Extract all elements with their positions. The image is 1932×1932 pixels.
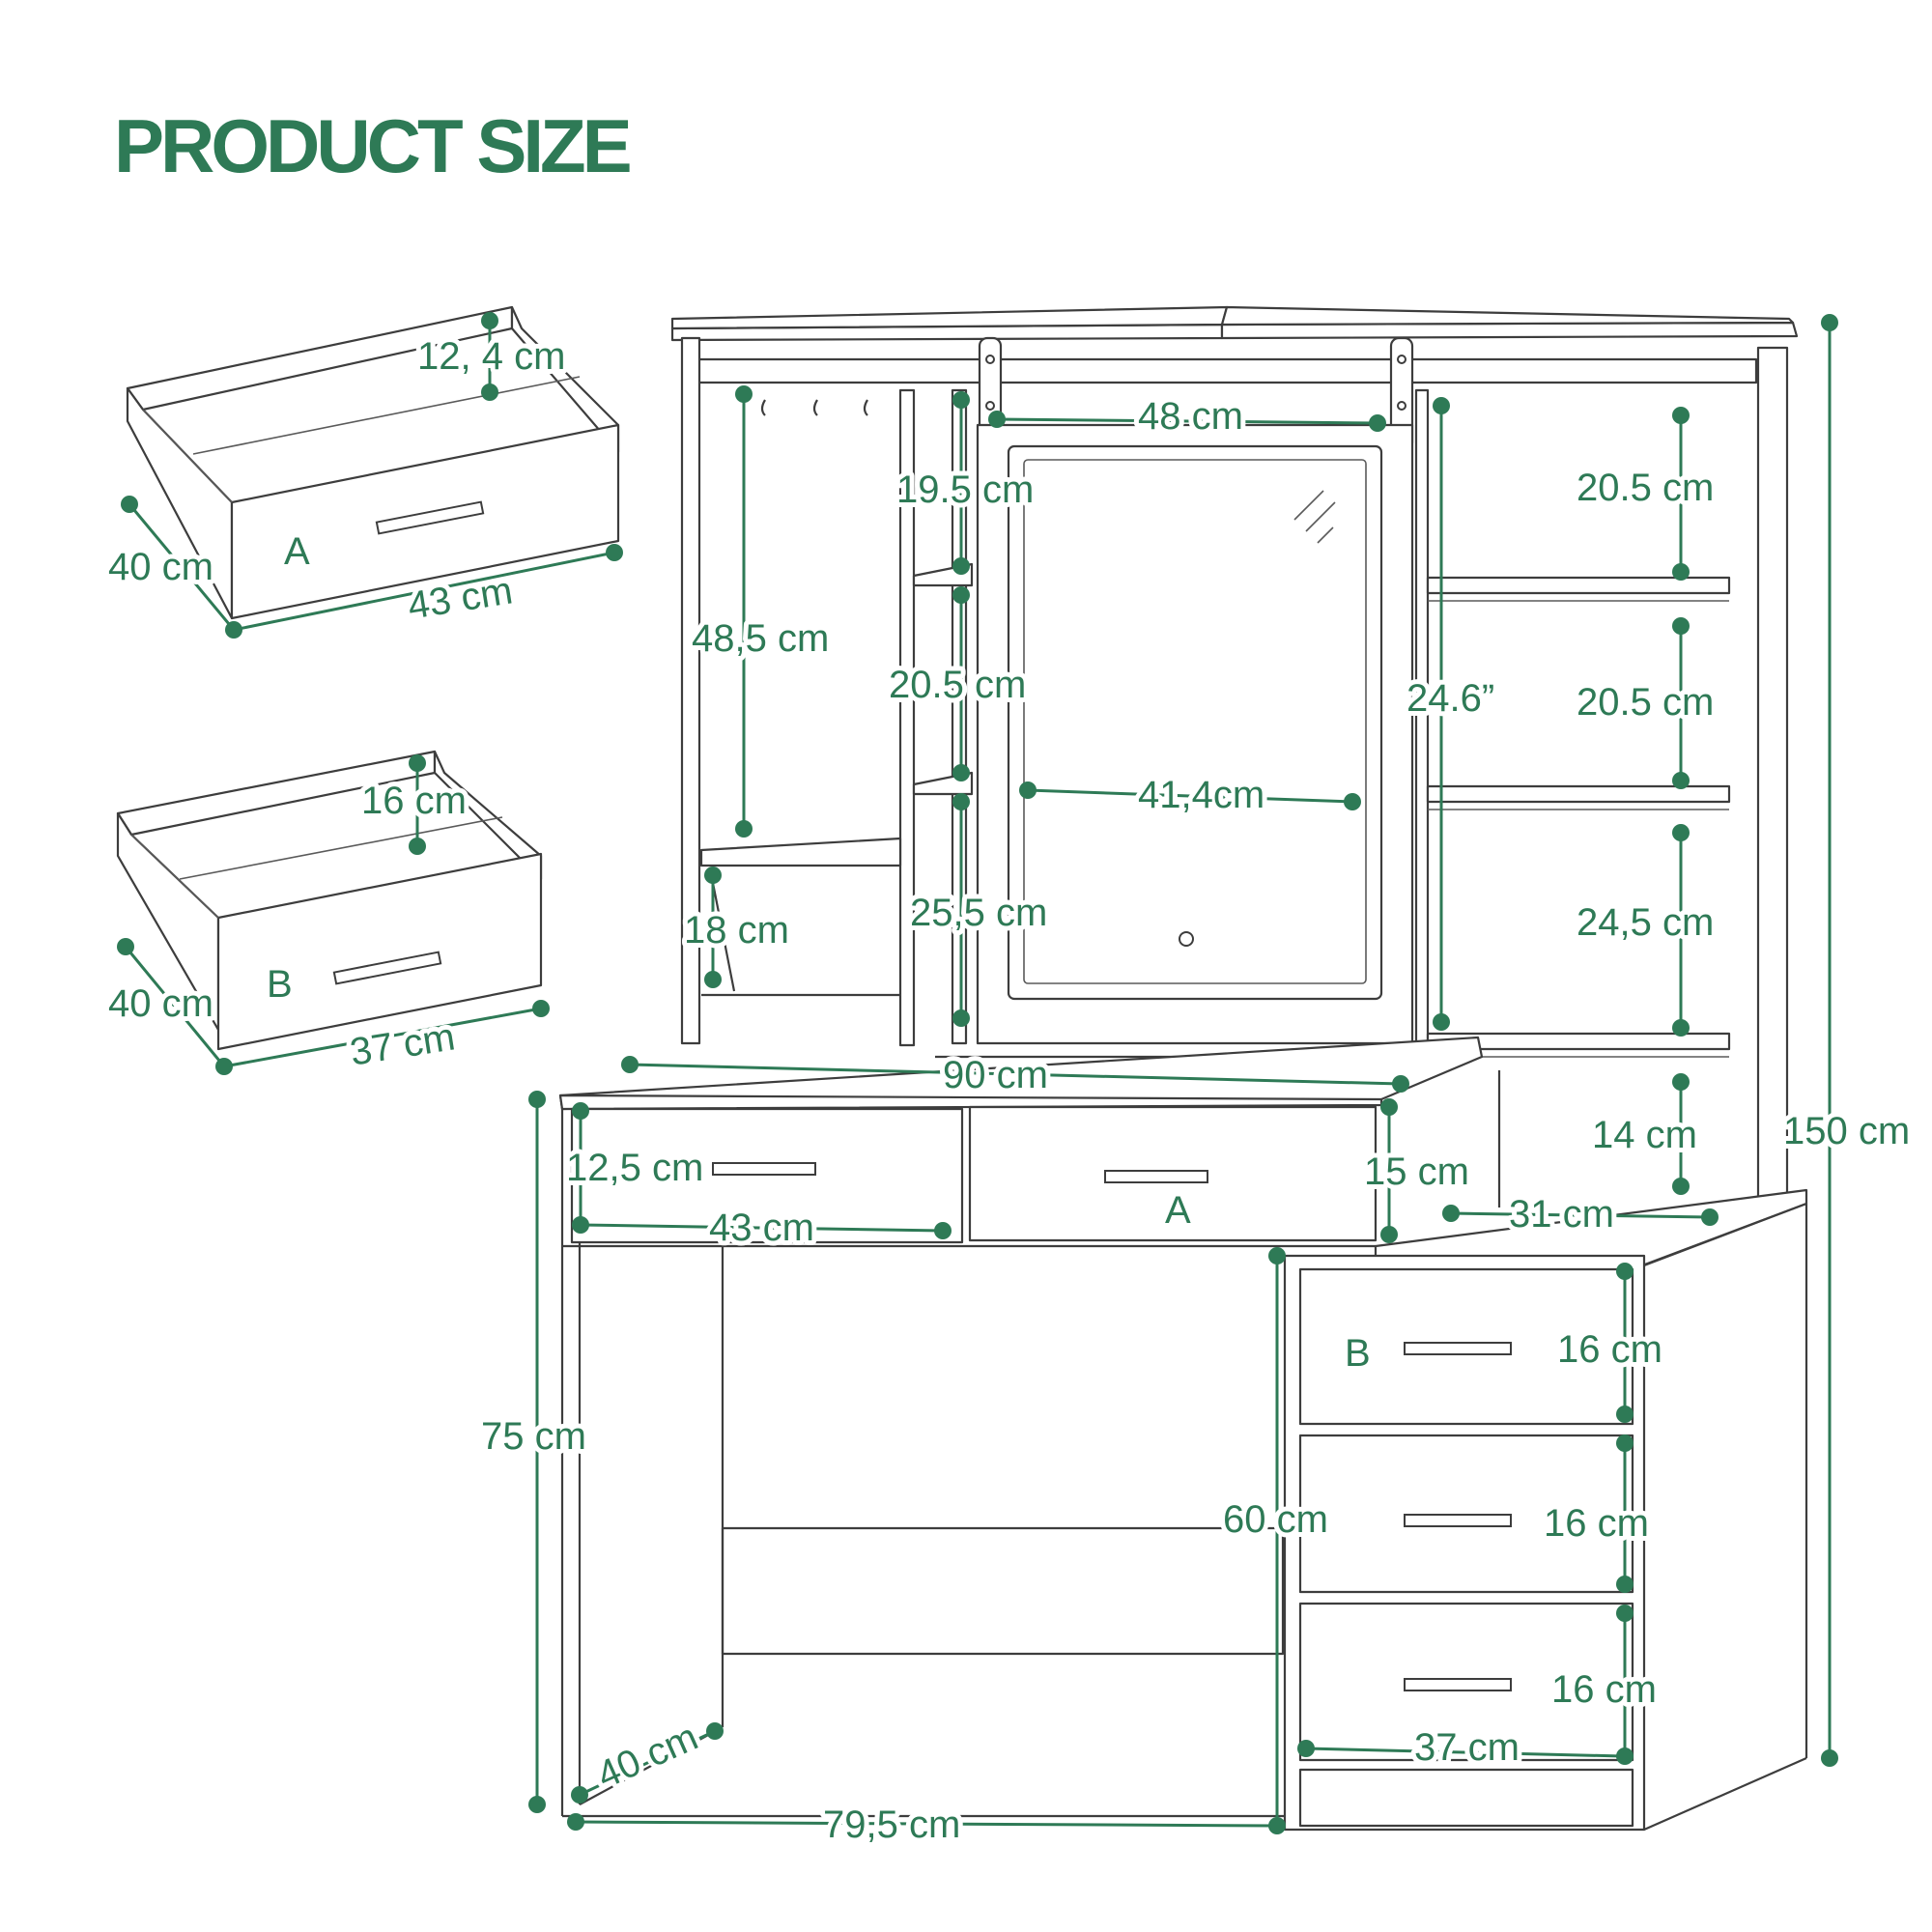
desk-height-label: 75 cm xyxy=(481,1415,586,1458)
drawer-a-letter: A xyxy=(284,530,310,573)
page-title: PRODUCT SIZE xyxy=(114,103,630,188)
desk-drawer-width-left-label: 43 cm xyxy=(709,1207,814,1249)
cabinet-drawer-2-label: 16 cm xyxy=(1544,1502,1649,1545)
drawer-b-letter: B xyxy=(267,963,293,1006)
dimension-labels: 48 cm 19.5 cm 20.5 cm 25,5 cm 48,5 cm 18… xyxy=(476,390,1915,1851)
drawer-a-height-label: 12, 4 cm xyxy=(417,335,565,378)
left-tall-compartment-label: 48,5 cm xyxy=(692,617,829,660)
desk-width-label: 79,5 cm xyxy=(823,1804,960,1846)
mirror-height-label: 24.6” xyxy=(1406,677,1494,720)
left-lower-shelf-label: 25,5 cm xyxy=(910,892,1047,934)
drawer-b-height-label: 16 cm xyxy=(361,780,467,822)
cabinet-drawer-3-label: 16 cm xyxy=(1551,1668,1657,1711)
cabinet-drawer-letter-b: B xyxy=(1345,1332,1371,1375)
drawer-b-depth-label: 40 cm xyxy=(108,982,213,1025)
dimension-lines xyxy=(528,314,1838,1834)
total-height-label: 150 cm xyxy=(1783,1110,1910,1152)
desk-depth-label: 40 cm xyxy=(590,1716,703,1798)
side-depth-label: 31 cm xyxy=(1509,1193,1614,1236)
mirror-top-width-label: 48 cm xyxy=(1138,395,1243,438)
left-bottom-compartment-label: 18 cm xyxy=(684,909,789,952)
right-shelf-3-label: 24,5 cm xyxy=(1577,901,1714,944)
mirror-width-label: 41,4cm xyxy=(1138,774,1264,816)
left-middle-shelf-label: 20.5 cm xyxy=(889,664,1026,706)
cabinet-width-label: 37 cm xyxy=(1414,1726,1520,1769)
desk-drawer-letter-a: A xyxy=(1165,1189,1191,1232)
drawer-b-width-label: 37 cm xyxy=(347,1015,457,1073)
drawer-a-depth-label: 40 cm xyxy=(108,546,213,588)
right-shelf-2-label: 20.5 cm xyxy=(1577,681,1714,724)
desk-drawer-height-right-label: 15 cm xyxy=(1364,1151,1469,1193)
drawer-a-illustration: A 12, 4 cm 40 cm 43 cm xyxy=(103,305,623,639)
drawer-b-illustration: B 16 cm 40 cm 37 cm xyxy=(103,750,550,1079)
right-bottom-gap-label: 14 cm xyxy=(1592,1114,1697,1156)
desk-drawer-height-left-label: 12,5 cm xyxy=(566,1147,703,1189)
vanity-desk-illustration xyxy=(558,305,1808,1832)
knee-height-label: 60 cm xyxy=(1223,1498,1328,1541)
cabinet-drawer-1-label: 16 cm xyxy=(1557,1328,1662,1371)
left-upper-shelf-label: 19.5 cm xyxy=(896,469,1034,511)
right-shelf-1-label: 20.5 cm xyxy=(1577,467,1714,509)
desk-top-width-label: 90 cm xyxy=(943,1054,1048,1096)
